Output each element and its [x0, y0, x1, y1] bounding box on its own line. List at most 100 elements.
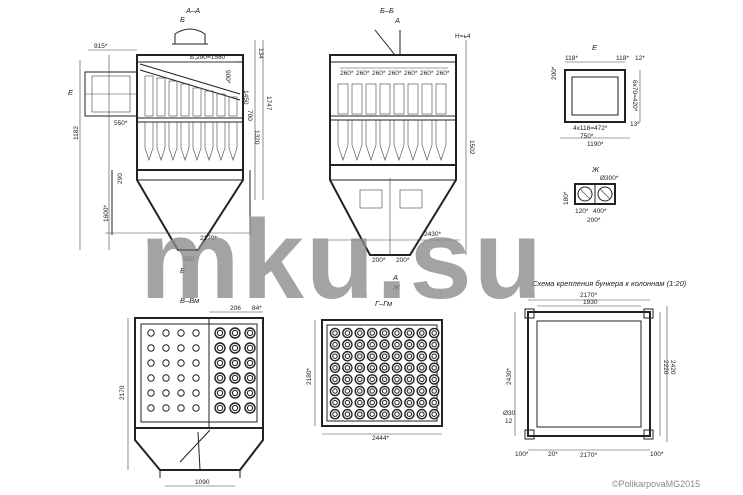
gg-hole-inner: [357, 388, 363, 394]
e-dim-750: 750*: [580, 133, 594, 140]
vv-hole-inner: [216, 374, 224, 382]
dim-700: 700: [246, 110, 253, 121]
gg-hole-inner: [332, 330, 338, 336]
vv-hole: [147, 374, 155, 382]
zh-dim-120: 120*: [575, 208, 589, 215]
vv-dim-206: 206: [230, 305, 241, 312]
gg-hole-inner: [406, 330, 413, 336]
label-zh: Ж: [392, 283, 401, 292]
bb-dim-5: 260*: [404, 70, 418, 77]
gg-hole-inner: [381, 330, 388, 336]
gg-hole-inner: [394, 341, 400, 348]
vv-hole: [192, 329, 200, 337]
bb-dim-200a: 200*: [372, 257, 386, 264]
e-dim-118b: 118*: [616, 55, 629, 62]
vv-hole: [162, 344, 170, 352]
scheme-dim-100b: 100*: [650, 451, 664, 458]
vv-hole: [147, 329, 155, 337]
scheme-dim-d30: Ø30: [503, 410, 516, 417]
gg-hole-inner: [406, 388, 413, 394]
gg-hole-inner: [406, 411, 413, 417]
gg-hole-inner: [369, 411, 375, 417]
gg-hole-inner: [394, 330, 400, 336]
dim-134: 134: [257, 48, 264, 59]
bb-dim-7: 260*: [436, 70, 450, 77]
vv-hole: [162, 389, 170, 397]
vv-hole-inner: [231, 344, 239, 352]
dim-pitch: Б,290=1580: [190, 54, 226, 61]
gg-hole-inner: [431, 365, 437, 371]
dim-1600: 1600*: [103, 205, 110, 222]
gg-hole-inner: [344, 411, 351, 417]
bb-dim-1502: 1502: [468, 140, 475, 155]
scheme-dim-2170-bottom: 2170*: [580, 452, 597, 459]
detail-e: Е 1190* 118* 118* 12* 200* 750* 4х118=47…: [551, 43, 645, 148]
dim-1450: 1450: [242, 90, 249, 105]
gg-hole-inner: [431, 411, 437, 417]
gg-hole-inner: [431, 388, 437, 394]
bb-dim-2430: 2430*: [424, 231, 441, 238]
vv-hole-inner: [216, 404, 224, 412]
gg-hole-inner: [344, 341, 351, 348]
vv-hole-inner: [231, 389, 239, 397]
bb-dim-4: 260*: [388, 70, 402, 77]
detail-zh: Ж Ø300* 180* 120* 400* 200*: [563, 165, 619, 224]
gg-hole-inner: [431, 341, 437, 348]
vv-outer: [134, 317, 264, 429]
vv-hole: [192, 344, 200, 352]
gg-hole-inner: [419, 365, 425, 371]
dim-900: 900*: [224, 70, 231, 84]
gg-hole-inner: [369, 376, 375, 383]
vv-hole-inner: [231, 374, 239, 382]
gg-hole-inner: [357, 365, 363, 371]
gg-hole-inner: [332, 376, 338, 383]
gg-hole-inner: [381, 341, 388, 348]
gg-hole-inner: [394, 411, 400, 417]
vv-hole: [177, 404, 185, 412]
zh-dim-300: Ø300*: [600, 175, 619, 182]
dim-200: 200: [183, 256, 194, 263]
scheme-dim-2420: 2420: [669, 360, 676, 375]
vv-hole-inner: [246, 374, 254, 382]
gg-hole-inner: [357, 399, 363, 406]
vv-hole-inner: [246, 389, 254, 397]
dim-915: 915*: [94, 43, 108, 50]
vv-hole: [192, 374, 200, 382]
gg-outer: [321, 319, 443, 427]
gg-hole-inner: [431, 330, 437, 336]
gg-hole-inner: [369, 353, 375, 359]
aa-cassettes: [144, 122, 238, 161]
gg-hole-inner: [431, 353, 437, 359]
vv-hole: [192, 404, 200, 412]
gg-hole-inner: [406, 341, 413, 348]
vv-hole-inner: [216, 389, 224, 397]
aa-filter-sleeves: [144, 75, 238, 117]
bb-dim-3: 260*: [372, 70, 386, 77]
gg-hole-inner: [369, 330, 375, 336]
gg-hole-inner: [419, 388, 425, 394]
scheme-dim-2220: 2220: [662, 360, 669, 375]
e-dim-12: 12*: [635, 55, 645, 62]
e-frame-outer: [564, 69, 626, 123]
gg-hole-inner: [406, 399, 413, 406]
gg-hole-inner: [431, 376, 437, 383]
gg-hole-inner: [357, 353, 363, 359]
vv-hole: [177, 374, 185, 382]
gg-hole-inner: [394, 399, 400, 406]
dim-2170: 2170*: [200, 235, 217, 242]
dim-1320: 1320: [253, 130, 260, 145]
e-dim-4x118: 4х118=472*: [573, 125, 608, 132]
vv-hole-inner: [246, 359, 254, 367]
e-dim-1190: 1190*: [587, 141, 604, 148]
gg-hole-inner: [344, 365, 351, 371]
gg-hole-inner: [419, 341, 425, 348]
view-gg-title: Г–Гм: [375, 299, 392, 308]
gg-hole-inner: [381, 365, 388, 371]
gg-hole-inner: [419, 353, 425, 359]
bb-filter-sleeves: [337, 83, 447, 115]
vv-hole: [162, 374, 170, 382]
bb-dim-1: 260*: [340, 70, 354, 77]
label-b-top: Б: [180, 15, 185, 24]
label-a-bottom: А: [392, 273, 398, 282]
vv-hole: [162, 329, 170, 337]
